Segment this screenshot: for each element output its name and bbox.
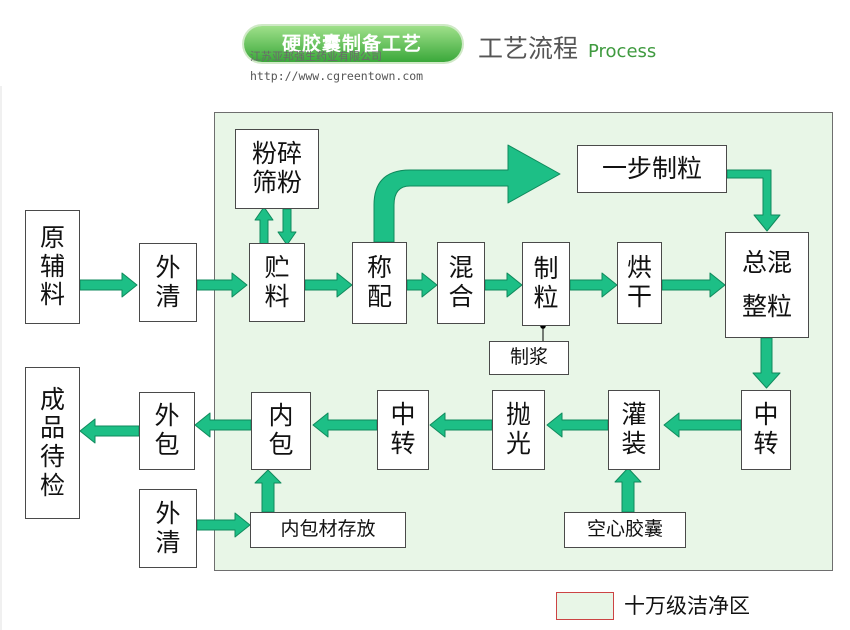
arrow-dry-to-finalmix (661, 272, 726, 298)
node-mix-label: 混合 (448, 253, 474, 311)
node-storage-label: 贮料 (264, 252, 290, 311)
arrow-clean-to-storage (196, 272, 248, 298)
arrow-polish-to-transfer (429, 412, 493, 438)
node-raw-material-label: 原辅料 (39, 222, 65, 310)
node-outer-clean-2: 外清 (139, 489, 197, 568)
header-badge-text: 硬胶囊制备工艺 (281, 33, 422, 55)
node-storage: 贮料 (249, 243, 305, 322)
header-company: 江苏亚邦强生药业有限公司 (250, 50, 382, 63)
legend-label: 十万级洁净区 (624, 594, 750, 618)
node-slurry-label: 制浆 (509, 346, 548, 369)
node-one-step-label: 一步制粒 (601, 153, 702, 183)
arrow-innerpack-to-outerpack (194, 412, 252, 438)
arrow-clean-to-material (196, 512, 251, 538)
node-inner-pack-label: 内包 (268, 401, 294, 459)
arrow-storage-to-crush (254, 206, 274, 245)
left-divider (0, 86, 2, 630)
arrow-finalmix-to-transfer (752, 337, 781, 389)
header-url: http://www.cgreentown.com (250, 69, 424, 83)
header-badge (244, 26, 462, 62)
header-process-label: Process (588, 41, 657, 62)
arrow-transfer-to-fill (663, 412, 742, 438)
arrow-weigh-to-onestep (373, 144, 561, 243)
node-crush-sieve-label: 粉碎筛粉 (251, 139, 302, 197)
node-outer-pack: 外包 (139, 392, 195, 470)
node-final-mix-label: 总混整粒 (741, 248, 792, 321)
node-weigh: 称配 (352, 242, 407, 324)
node-transfer-1-label: 中转 (753, 400, 779, 458)
arrow-emptycapsule-to-fill (614, 467, 642, 513)
node-granulate-label: 制粒 (533, 254, 559, 312)
node-outer-clean-1-label: 外清 (155, 252, 181, 311)
header-title: 工艺流程 (478, 34, 579, 63)
node-inner-material: 内包材存放 (250, 512, 406, 548)
node-slurry: 制浆 (489, 341, 569, 375)
node-fill: 灌装 (608, 390, 660, 470)
arrow-storage-to-weigh (304, 272, 353, 298)
node-final-mix: 总混整粒 (725, 232, 809, 338)
node-dry: 烘干 (617, 242, 662, 324)
node-outer-pack-label: 外包 (154, 401, 180, 459)
node-polish: 抛光 (492, 390, 545, 470)
legend-swatch (556, 592, 614, 620)
node-empty-capsule: 空心胶囊 (564, 512, 686, 548)
arrow-mix-to-granulate (484, 272, 523, 298)
arrow-transfer-to-innerpack (312, 412, 378, 438)
node-finished-label: 成品待检 (39, 384, 65, 500)
arrow-crush-to-storage (277, 208, 297, 246)
node-outer-clean-2-label: 外清 (155, 498, 181, 557)
node-dry-label: 烘干 (626, 253, 652, 311)
arrow-granulate-to-dry (569, 272, 618, 298)
node-weigh-label: 称配 (366, 253, 392, 311)
arrow-onestep-to-finalmix (726, 169, 781, 232)
node-finished: 成品待检 (25, 367, 80, 519)
node-inner-material-label: 内包材存放 (280, 518, 376, 541)
node-transfer-2-label: 中转 (390, 400, 416, 458)
arrow-fill-to-polish (546, 412, 609, 438)
node-mix: 混合 (437, 242, 485, 324)
arrow-outerpack-to-finished (79, 418, 140, 444)
node-fill-label: 灌装 (621, 400, 647, 458)
node-outer-clean-1: 外清 (139, 243, 197, 322)
arrow-raw-to-clean (79, 272, 138, 298)
node-one-step: 一步制粒 (577, 145, 727, 193)
arrow-weigh-to-mix (406, 272, 438, 298)
node-inner-pack: 内包 (251, 392, 311, 470)
node-raw-material: 原辅料 (25, 210, 80, 324)
node-transfer-1: 中转 (741, 390, 791, 470)
node-polish-label: 抛光 (505, 400, 531, 458)
node-transfer-2: 中转 (377, 390, 429, 470)
node-granulate: 制粒 (522, 242, 570, 326)
node-crush-sieve: 粉碎筛粉 (235, 129, 319, 209)
node-empty-capsule-label: 空心胶囊 (586, 518, 663, 541)
arrow-material-to-innerpack (254, 469, 282, 513)
